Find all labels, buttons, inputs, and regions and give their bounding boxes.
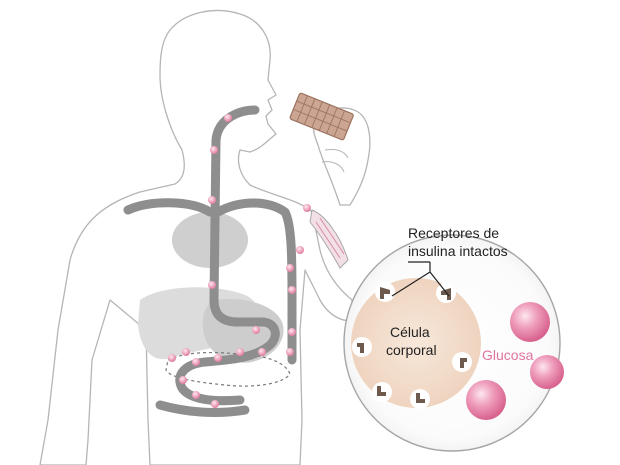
glucose-molecule-icon	[530, 355, 564, 389]
intestine-tract	[155, 400, 250, 417]
muscle-patch	[309, 209, 349, 269]
glucose-molecule-icon	[510, 302, 550, 342]
esophagus-tract	[175, 105, 280, 406]
tracts	[123, 105, 297, 417]
artery-right	[213, 198, 297, 365]
receptors	[352, 282, 472, 409]
receptor-icon	[352, 337, 372, 357]
glucose-dot	[236, 348, 244, 356]
receptor-pointer-lines	[391, 261, 450, 297]
receptor-icon	[375, 282, 395, 302]
glucose-dot	[192, 391, 200, 399]
arm-muscle	[309, 209, 349, 269]
glucose-dot	[303, 204, 311, 212]
glucose-dot	[252, 326, 260, 334]
glucose-dot	[179, 376, 187, 384]
receptor-icon	[372, 382, 392, 402]
cell-label-line2: corporal	[386, 342, 437, 358]
glucose-molecule-icon	[466, 380, 506, 420]
glucose-dot	[182, 348, 190, 356]
glucose-dots-body	[168, 114, 325, 408]
pancreas-outline	[165, 351, 291, 387]
artery-left	[123, 198, 215, 217]
receptors-label-line2: insulina intactos	[408, 243, 508, 259]
glucose-dot	[168, 354, 176, 362]
body-cell	[351, 278, 481, 408]
magnifier-circle-icon	[343, 234, 564, 452]
glucose-dot	[208, 196, 216, 204]
glucose-dot	[296, 246, 304, 254]
glucose-dot	[258, 348, 266, 356]
glucose-dot	[214, 354, 222, 362]
glucose-dot	[288, 328, 296, 336]
glucose-dot	[210, 146, 218, 154]
glucose-dot	[224, 114, 232, 122]
glucose-dot	[211, 400, 219, 408]
glucose-dot	[192, 358, 200, 366]
glucose-dot	[288, 286, 296, 294]
receptor-icon	[452, 352, 472, 372]
heart	[172, 212, 248, 268]
glucose-dot	[286, 264, 294, 272]
glucose-dot	[208, 281, 216, 289]
chocolate-bar-icon	[289, 92, 354, 141]
receptor-icon	[410, 389, 430, 409]
receptors-label-line1: Receptores de	[408, 225, 499, 241]
glucose-dot	[286, 348, 294, 356]
cell-label-line1: Célula	[390, 324, 430, 340]
glucose-label: Glucosa	[482, 347, 534, 363]
